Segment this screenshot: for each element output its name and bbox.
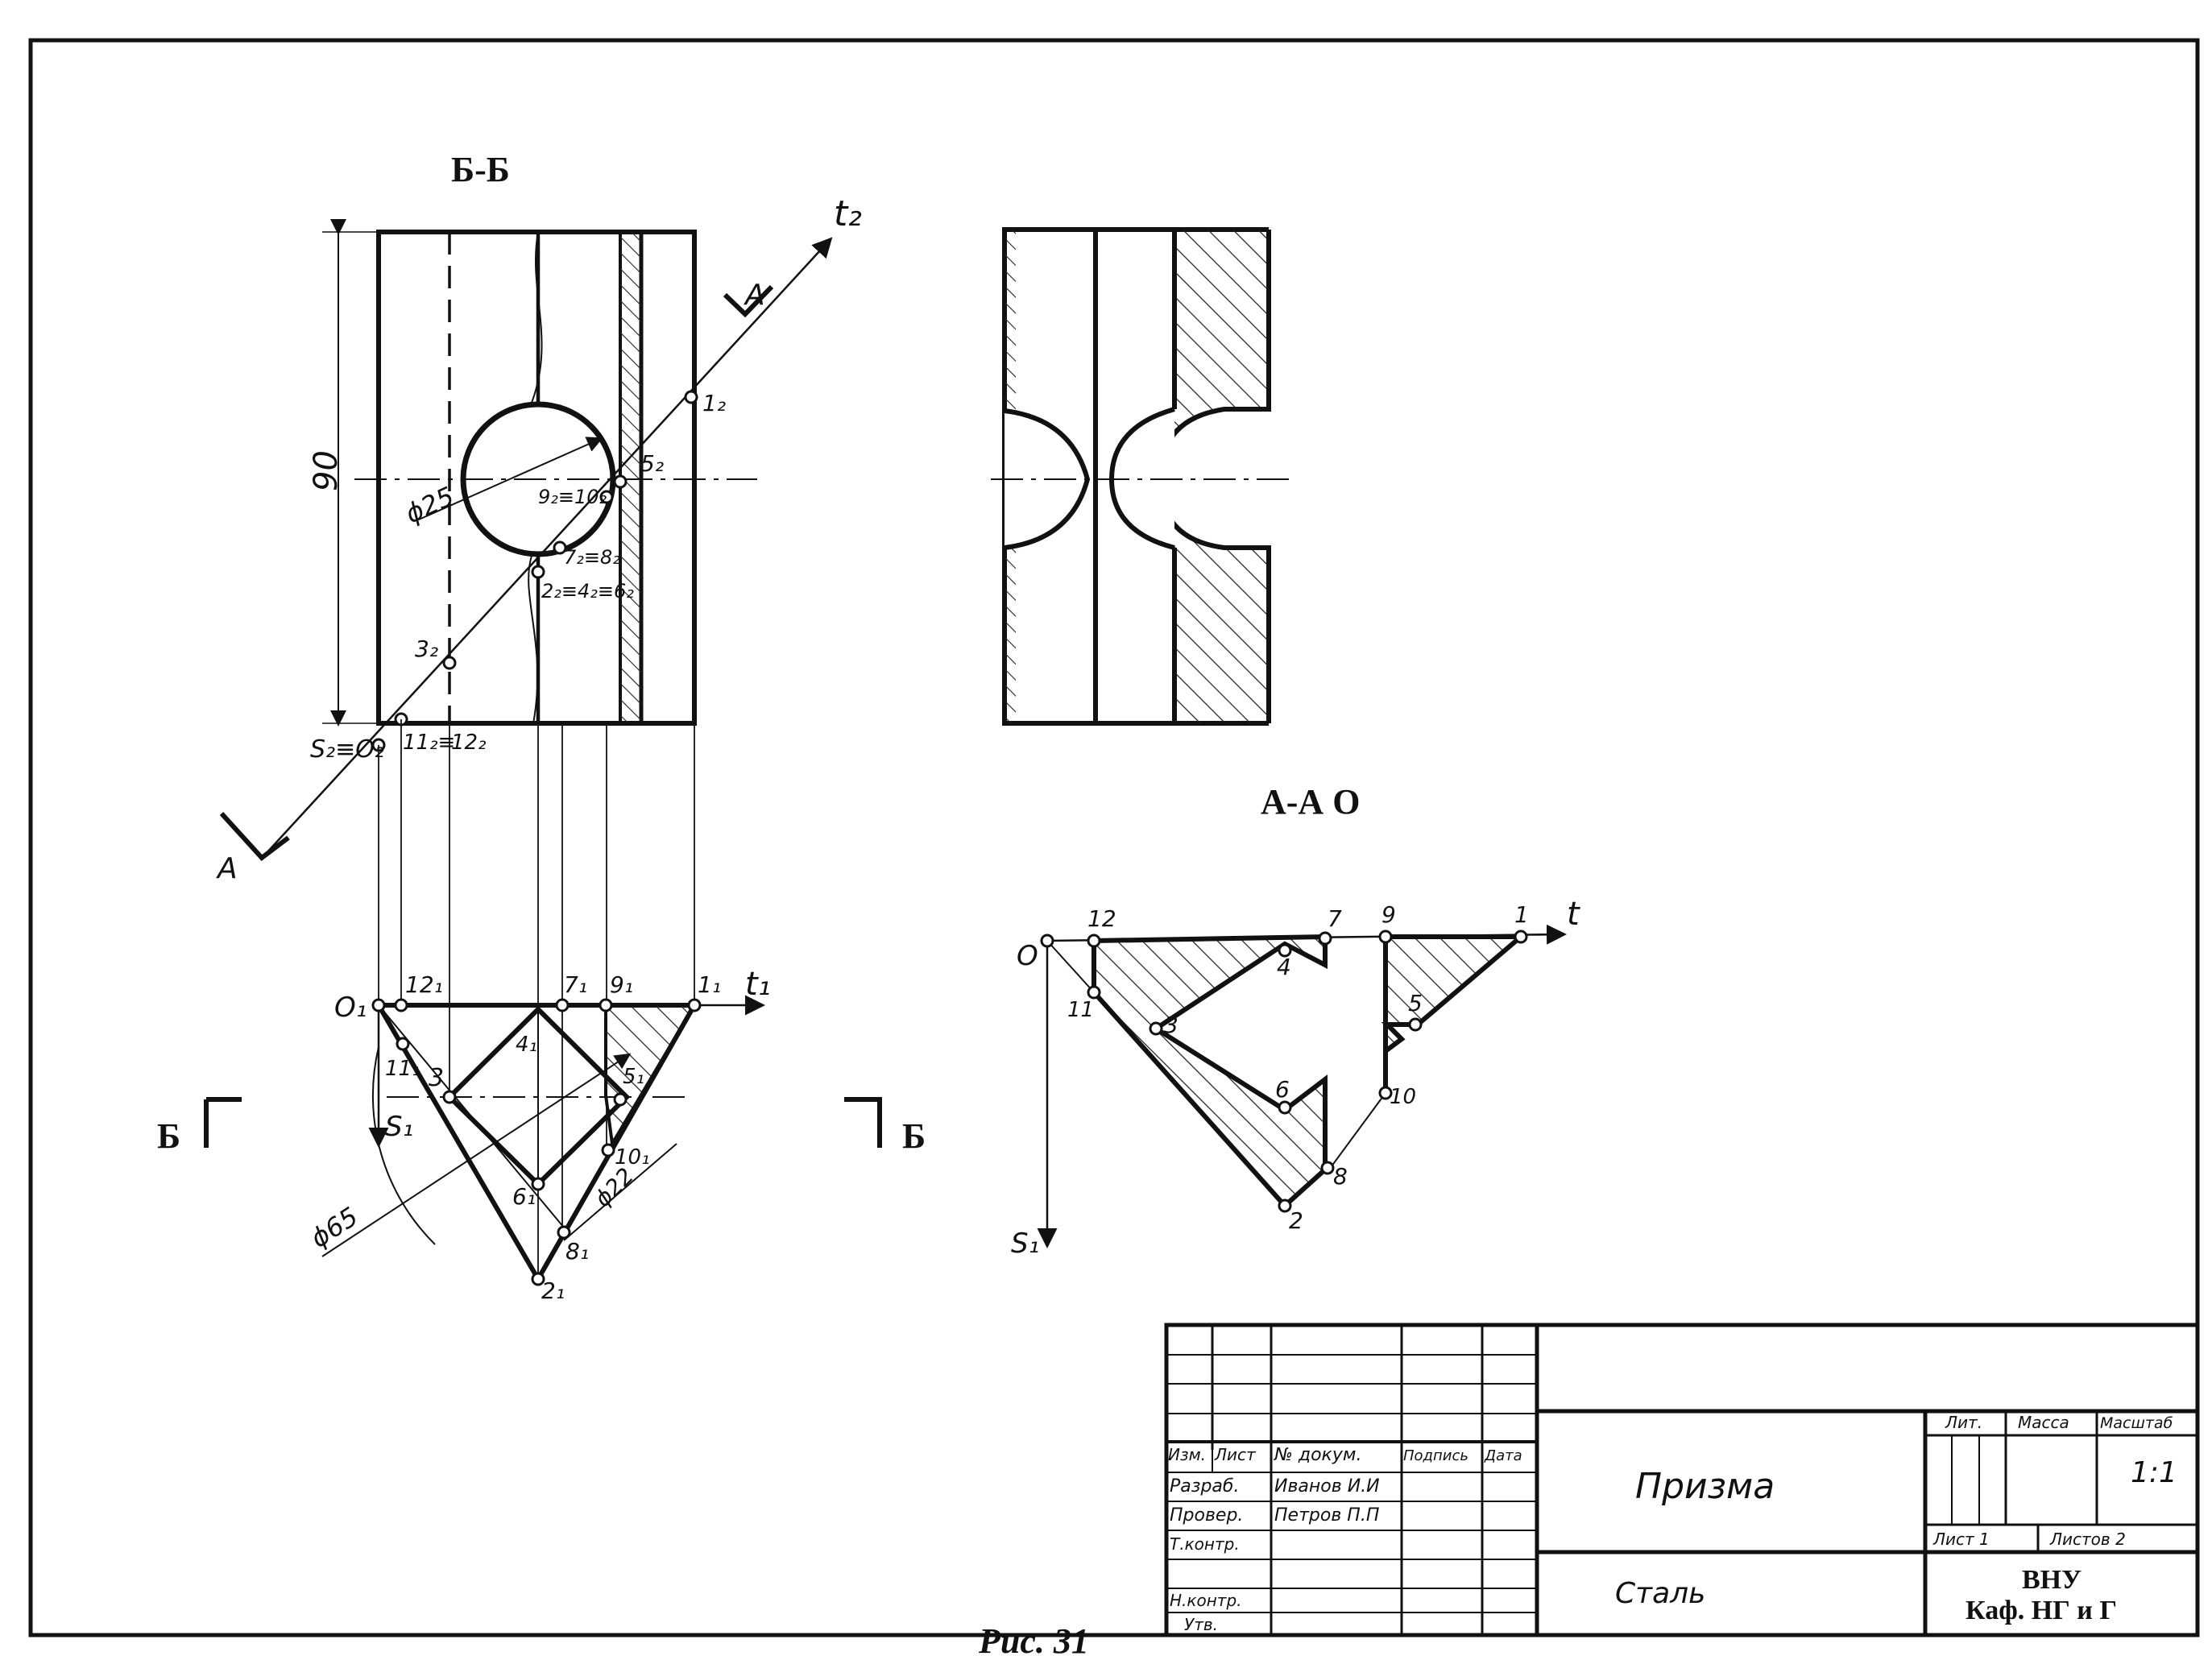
fp-9: 9₂≡10₂: [538, 486, 607, 508]
sp-7: 7: [1328, 905, 1342, 932]
section-aa-view: А-А О t S₁ O 12 7 9: [1011, 782, 1580, 1260]
dim-outer: ϕ65: [305, 1201, 364, 1254]
tp-7: 7₁: [564, 971, 587, 998]
tp-4: 4₁: [516, 1033, 537, 1057]
sp-o: O: [1017, 940, 1038, 972]
section-bb-view: Б-Б 90 ϕ25 t₂ A A: [216, 150, 862, 1273]
cut-a-bottom: A: [216, 852, 238, 885]
sp-12: 12: [1087, 905, 1116, 932]
tp-10: 10₁: [615, 1145, 650, 1170]
tp-6: 6₁: [512, 1183, 536, 1210]
tp-o1: O₁: [334, 992, 367, 1024]
tb-prover: Провер.: [1170, 1505, 1243, 1526]
fp-11: 11₂≡: [403, 731, 455, 755]
sp-8: 8: [1333, 1163, 1348, 1190]
sp-4: 4: [1277, 954, 1291, 980]
fp-s: S₂≡O₂: [310, 735, 384, 764]
figure-caption: Рис. 31: [978, 1621, 1089, 1656]
tb-sheets: Листов 2: [2049, 1530, 2126, 1549]
tp-1: 1₁: [698, 971, 721, 998]
tb-sheet: Лист 1: [1932, 1530, 1990, 1549]
fp-7: 7₂≡8₂: [564, 546, 620, 569]
tb-org1: ВНУ: [2022, 1565, 2082, 1595]
side-view: [991, 227, 1289, 726]
tp-5: 5₁: [623, 1065, 644, 1089]
title-block: [1164, 1323, 2200, 1637]
tb-scale-h: Масштаб: [2100, 1414, 2173, 1432]
axis-s1-true: S₁: [1011, 1228, 1039, 1260]
cut-a-top: A: [744, 279, 765, 312]
tb-mass: Масса: [2018, 1413, 2069, 1432]
cut-line-t2: [265, 237, 833, 855]
sp-3: 3: [1164, 1012, 1178, 1038]
tb-razrab-name: Иванов И.И: [1274, 1476, 1380, 1497]
tb-scale: 1:1: [2131, 1456, 2177, 1489]
sp-6: 6: [1275, 1076, 1290, 1103]
top-view: t₁ S₁ ϕ65 ϕ22: [157, 966, 926, 1304]
fp-5: 5₂: [640, 450, 664, 477]
sp-2: 2: [1289, 1207, 1303, 1234]
tp-9: 9₁: [610, 971, 633, 998]
section-aa-label: А-А О: [1261, 782, 1360, 822]
tb-prover-name: Петров П.П: [1274, 1505, 1379, 1526]
axis-t2: t₂: [834, 193, 862, 234]
cut-b-left: Б: [157, 1116, 180, 1156]
tb-nkontr: Н.контр.: [1170, 1591, 1242, 1610]
fp-12: 12₂: [451, 731, 487, 755]
sheet-frame: [28, 38, 2200, 1637]
tb-doc: № докум.: [1274, 1445, 1361, 1465]
section-bb-label: Б-Б: [451, 150, 510, 189]
tb-razrab: Разраб.: [1170, 1476, 1239, 1497]
tb-date: Дата: [1484, 1447, 1522, 1464]
tb-utv: Утв.: [1184, 1615, 1218, 1634]
tb-list: Лист: [1214, 1445, 1257, 1464]
tb-izm: Изм.: [1168, 1445, 1206, 1464]
axis-t1: t₁: [745, 966, 771, 1003]
section-shape-right: [1381, 934, 1528, 1093]
tp-12: 12₁: [405, 971, 443, 998]
tb-org2: Каф. НГ и Г: [1966, 1596, 2117, 1625]
sp-5: 5: [1408, 990, 1423, 1016]
dim-height: 90: [308, 450, 345, 491]
title-block-text: Изм. Лист № докум. Подпись Дата Разраб. …: [1168, 1413, 2177, 1634]
fp-1: 1₂: [702, 390, 726, 416]
tb-lit: Лит.: [1945, 1413, 1982, 1432]
tp-2: 2₁: [541, 1277, 565, 1304]
tp-11: 11₁: [385, 1057, 420, 1081]
cut-b-right: Б: [902, 1116, 926, 1156]
sp-10: 10: [1390, 1085, 1416, 1109]
tp-3: 3: [429, 1064, 444, 1092]
top-triangle: [374, 1003, 699, 1285]
dim-wall: ϕ22: [590, 1162, 640, 1212]
tp-8: 8₁: [565, 1238, 589, 1265]
axis-t: t: [1567, 896, 1580, 933]
sp-1: 1: [1514, 901, 1529, 928]
tb-title: Призма: [1635, 1466, 1775, 1507]
tb-tkontr: Т.контр.: [1170, 1534, 1240, 1554]
tb-sign: Подпись: [1403, 1447, 1468, 1464]
tb-material: Сталь: [1615, 1577, 1705, 1610]
fp-3: 3₂: [415, 635, 438, 662]
sp-9: 9: [1381, 901, 1396, 928]
sp-11: 11: [1067, 998, 1094, 1022]
fp-2: 2₂≡4₂≡6₂: [541, 580, 634, 602]
axis-s1: S₁: [385, 1111, 413, 1143]
